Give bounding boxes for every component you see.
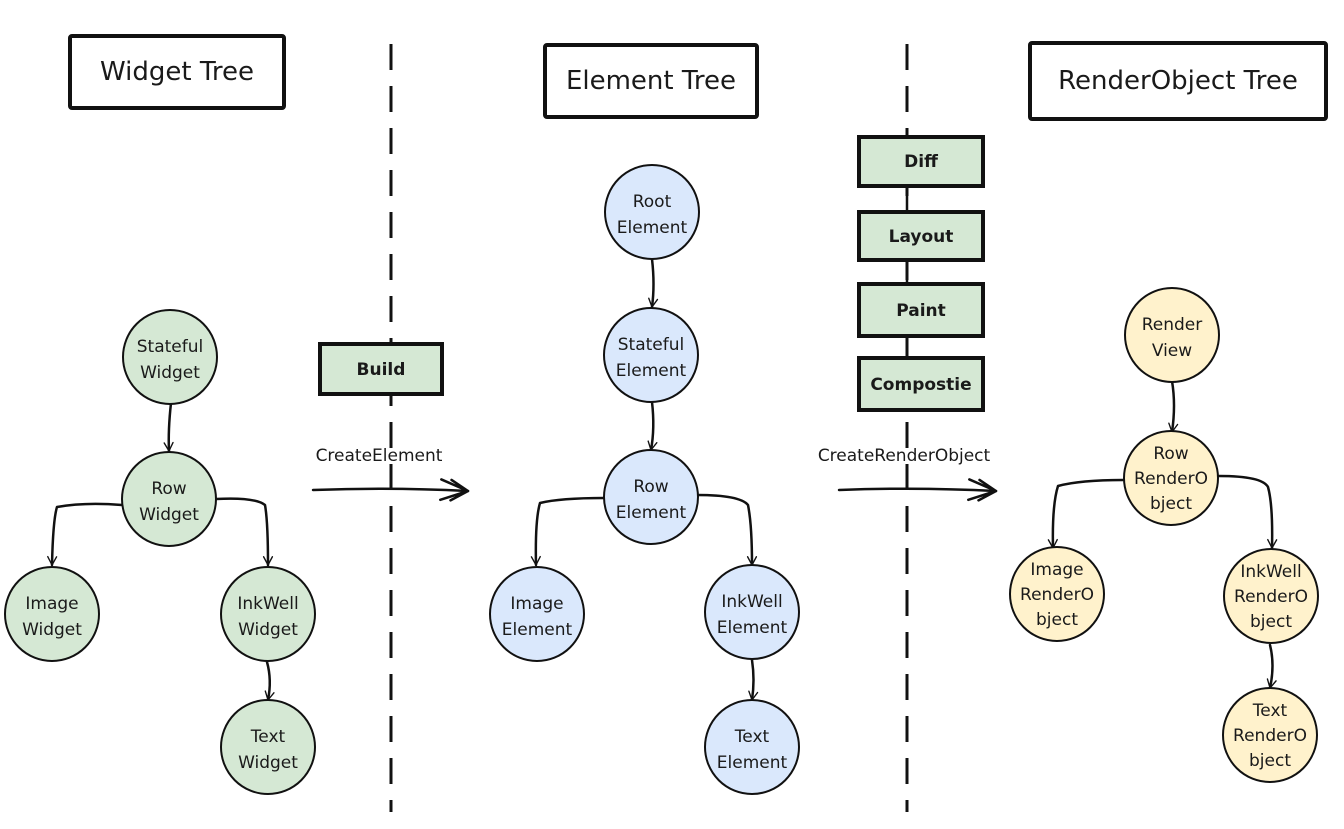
create-render-object-label: CreateRenderObject	[818, 446, 991, 466]
row-widget-node: Row Widget	[121, 451, 217, 547]
node-label: RenderO	[1020, 585, 1094, 605]
widget-tree-title: Widget Tree	[68, 34, 286, 110]
diff-step-label: Diff	[904, 152, 938, 172]
inkwell-element-node: InkWell Element	[704, 564, 800, 660]
node-label: Widget	[238, 620, 298, 640]
node-label: Row	[633, 477, 668, 497]
inkwell-render-object-node: InkWell RenderO bject	[1223, 548, 1319, 644]
node-label: Text	[250, 727, 286, 747]
edge-row-inkwell-element	[695, 493, 758, 567]
build-step-label: Build	[357, 360, 406, 380]
node-label: Element	[717, 753, 788, 773]
image-widget-node: Image Widget	[4, 566, 100, 662]
stateful-element-node: Stateful Element	[603, 307, 699, 403]
image-element-node: Image Element	[489, 566, 585, 662]
root-element-node: Root Element	[604, 164, 700, 260]
widget-tree-title-text: Widget Tree	[100, 57, 254, 87]
node-label: Root	[633, 192, 672, 212]
node-label: bject	[1250, 612, 1292, 632]
node-label: Render	[1142, 315, 1203, 335]
node-label: Text	[1252, 701, 1288, 721]
edge-row-image-render	[1047, 478, 1125, 550]
node-label: Widget	[140, 363, 200, 383]
edge-root-stateful-element	[648, 257, 659, 309]
node-label: Widget	[22, 620, 82, 640]
build-step: Build	[318, 342, 444, 396]
text-widget-node: Text Widget	[220, 699, 316, 795]
inkwell-widget-node: InkWell Widget	[220, 566, 316, 662]
node-label: Row	[151, 479, 186, 499]
stateful-widget-node: Stateful Widget	[122, 309, 218, 405]
node-label: Widget	[139, 505, 199, 525]
render-tree-title: RenderObject Tree	[1028, 41, 1328, 121]
text-element-node: Text Element	[704, 699, 800, 795]
node-label: bject	[1036, 610, 1078, 630]
edge-view-row-render	[1168, 379, 1179, 434]
edge-inkwell-text-widget	[264, 660, 275, 702]
node-label: Row	[1153, 444, 1188, 464]
node-label: Image	[1030, 560, 1083, 580]
node-label: Element	[717, 618, 788, 638]
edge-stateful-row-widget	[163, 401, 174, 453]
paint-step-label: Paint	[896, 301, 946, 321]
node-label: Image	[510, 594, 563, 614]
node-label: Text	[734, 727, 770, 747]
edge-row-image-widget	[47, 502, 124, 567]
node-label: RenderO	[1234, 587, 1308, 607]
paint-step: Paint	[857, 282, 985, 338]
edge-inkwell-text-element	[748, 658, 759, 702]
element-tree-title: Element Tree	[543, 43, 759, 119]
node-label: Element	[616, 503, 687, 523]
edge-row-inkwell-render	[1217, 474, 1278, 550]
node-label: Element	[617, 218, 688, 238]
layout-step-label: Layout	[889, 227, 954, 247]
row-element-node: Row Element	[603, 449, 699, 545]
node-label: Element	[502, 620, 573, 640]
create-element-label: CreateElement	[316, 446, 443, 466]
node-label: InkWell	[1240, 562, 1301, 582]
edge-row-inkwell-widget	[214, 497, 274, 567]
node-label: bject	[1249, 751, 1291, 771]
node-label: Stateful	[618, 335, 684, 355]
image-render-object-node: Image RenderO bject	[1009, 546, 1105, 642]
element-tree-title-text: Element Tree	[566, 66, 736, 96]
node-label: bject	[1150, 494, 1192, 514]
render-tree-title-text: RenderObject Tree	[1058, 66, 1298, 96]
diff-step: Diff	[857, 135, 985, 188]
node-label: RenderO	[1233, 726, 1307, 746]
composite-step-label: Compostie	[870, 375, 971, 395]
node-label: Element	[616, 361, 687, 381]
create-element-arrow: CreateElement	[311, 446, 470, 502]
node-label: InkWell	[237, 594, 298, 614]
node-label: Stateful	[137, 337, 203, 357]
row-render-object-node: Row RenderO bject	[1123, 430, 1219, 526]
node-label: Image	[25, 594, 78, 614]
node-label: View	[1152, 341, 1192, 361]
edge-row-image-element	[530, 496, 606, 567]
edge-stateful-row-element	[647, 400, 658, 452]
composite-step: Compostie	[857, 356, 985, 412]
render-view-node: Render View	[1124, 287, 1220, 383]
create-render-object-arrow: CreateRenderObject	[818, 446, 998, 502]
node-label: Widget	[238, 753, 298, 773]
edge-inkwell-text-render	[1266, 643, 1277, 690]
text-render-object-node: Text RenderO bject	[1222, 687, 1318, 783]
layout-step: Layout	[857, 210, 985, 262]
node-label: RenderO	[1134, 469, 1208, 489]
node-label: InkWell	[721, 592, 782, 612]
